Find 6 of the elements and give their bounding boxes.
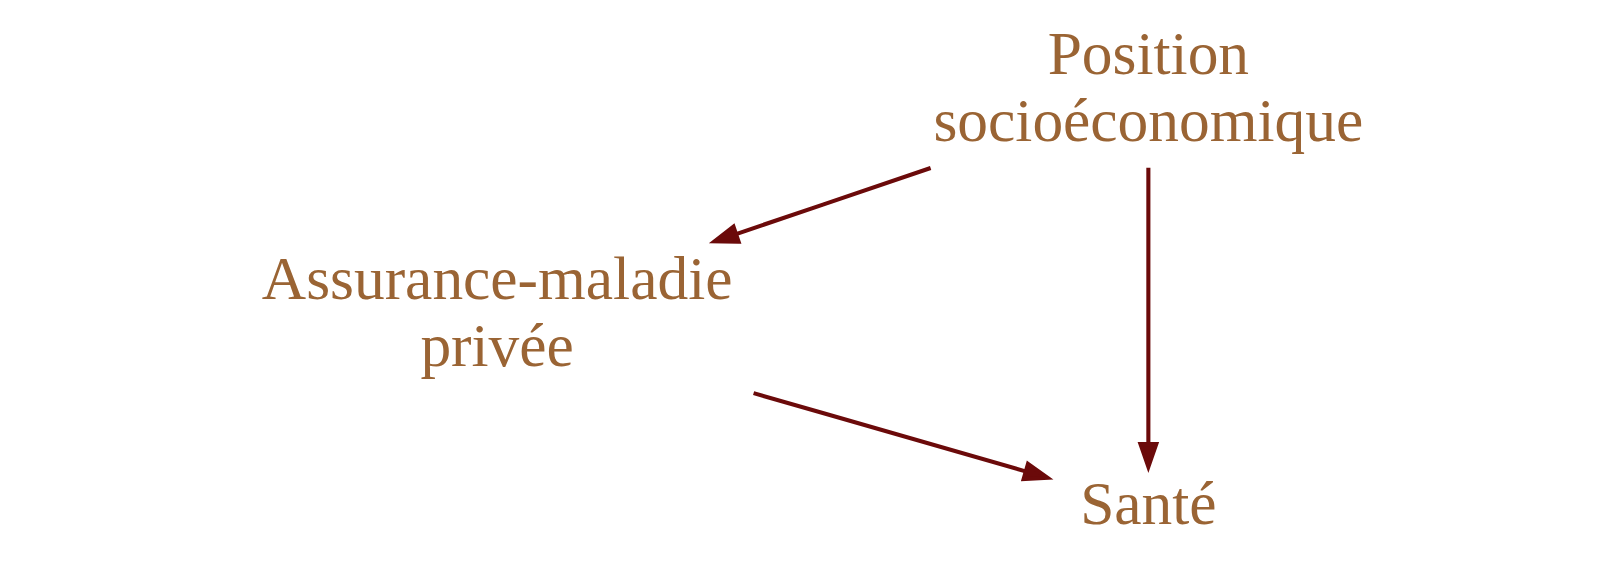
node-text: Position socioéconomique	[932, 18, 1363, 155]
arrow	[708, 166, 931, 244]
arrow	[1137, 167, 1159, 473]
node-text: Santé	[1079, 469, 1217, 538]
arrow	[752, 391, 1053, 482]
node-text: Assurance-maladie privée	[261, 243, 732, 380]
